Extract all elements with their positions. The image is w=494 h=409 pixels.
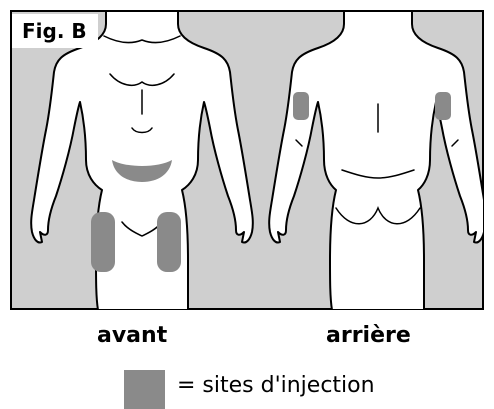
- injection-site-left-thigh: [91, 212, 115, 272]
- body-diagram-svg: [10, 10, 484, 310]
- figure-label: Fig. B: [22, 19, 87, 43]
- legend-text: = sites d'injection: [177, 372, 375, 400]
- legend-swatch: [124, 370, 165, 409]
- back-view-label: arrière: [326, 323, 411, 349]
- front-view-label: avant: [97, 323, 167, 349]
- injection-site-right-thigh: [157, 212, 181, 272]
- body-diagram-figure: [10, 10, 484, 310]
- injection-site-right-upper-arm: [435, 92, 451, 120]
- injection-site-left-upper-arm: [293, 92, 309, 120]
